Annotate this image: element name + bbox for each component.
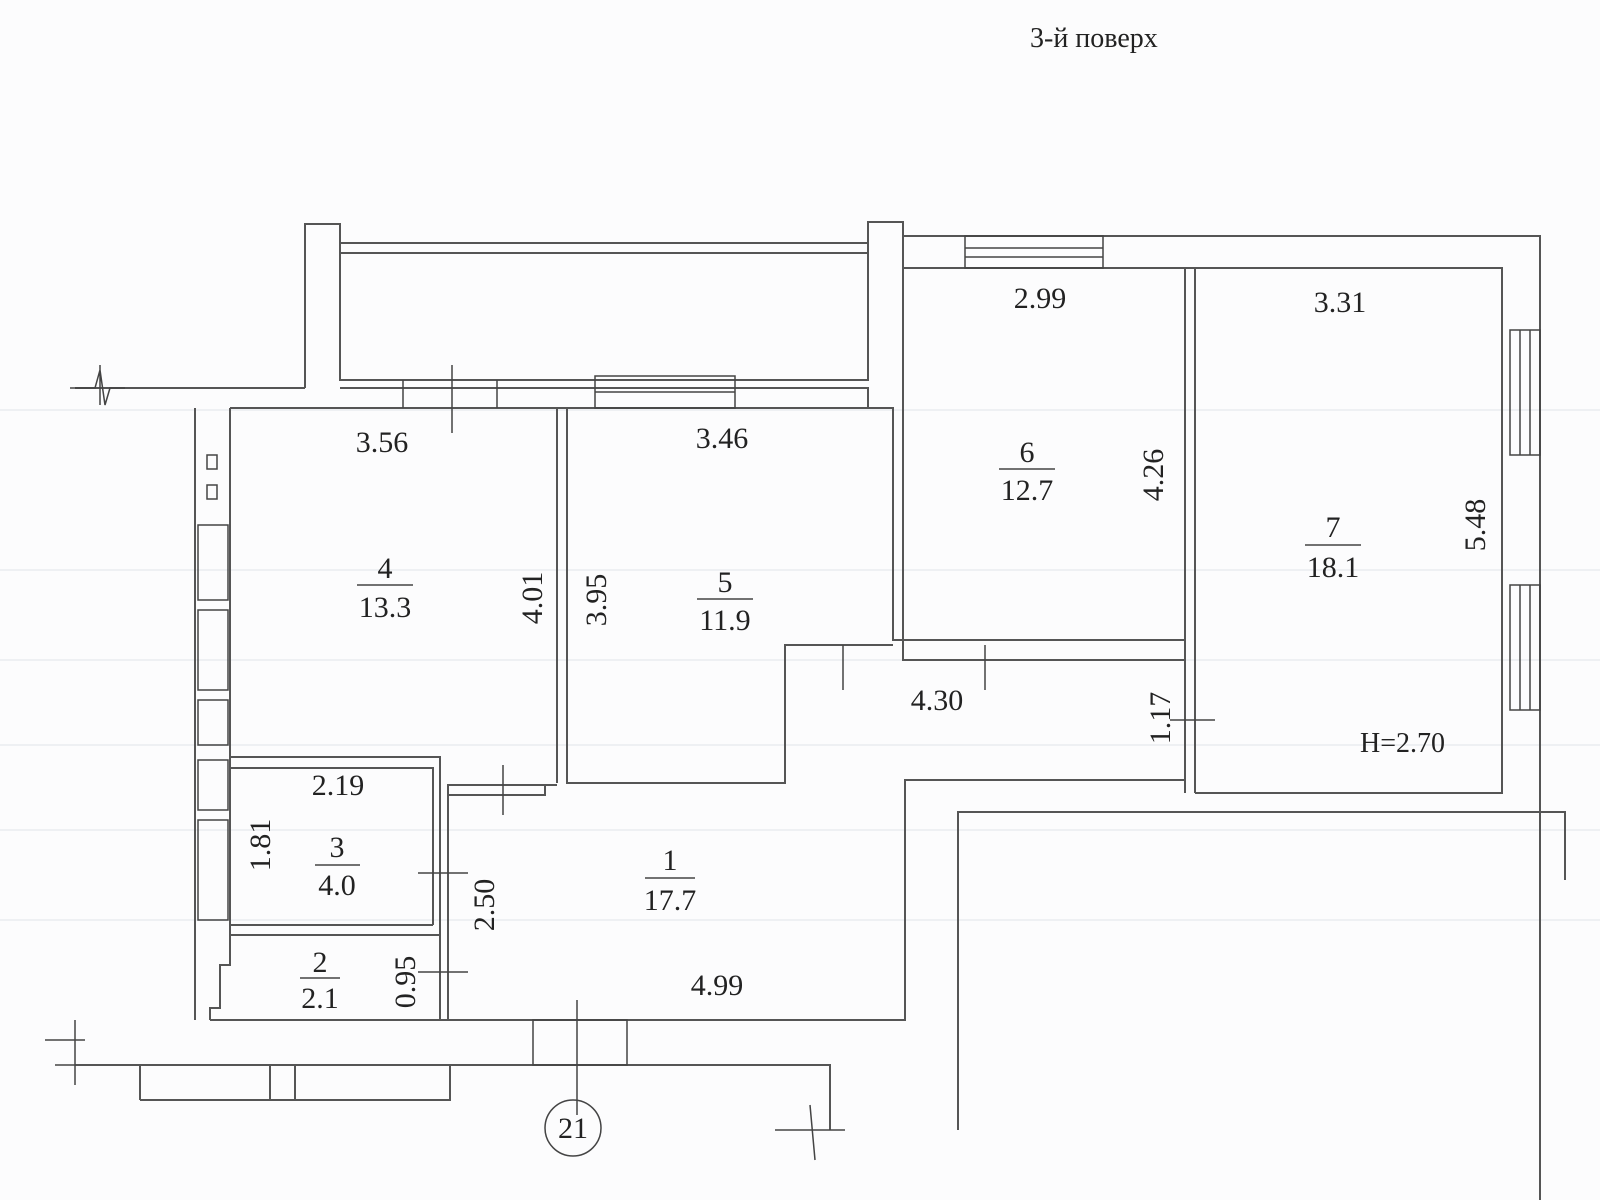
walls bbox=[45, 221, 1566, 1200]
svg-text:1: 1 bbox=[663, 844, 678, 877]
dimension-ticks bbox=[418, 365, 1215, 1115]
dim-r5-depth: 3.95 bbox=[580, 574, 613, 627]
dim-corridor-width: 4.30 bbox=[911, 684, 964, 717]
svg-text:2: 2 bbox=[313, 946, 328, 979]
svg-text:18.1: 18.1 bbox=[1307, 551, 1360, 584]
window bbox=[1509, 584, 1541, 711]
dim-r6-depth: 4.26 bbox=[1137, 449, 1170, 502]
floor-title: 3-й поверх bbox=[1030, 23, 1158, 54]
svg-text:4.0: 4.0 bbox=[318, 869, 356, 902]
ceiling-height: H=2.70 bbox=[1360, 728, 1445, 759]
dimension-labels: 2.99 3.31 3.56 3.46 4.26 5.48 4.01 3.95 … bbox=[244, 282, 1492, 1008]
background-bleed bbox=[0, 409, 1600, 921]
room-7-label: 718.1 bbox=[1305, 511, 1361, 584]
room-5-label: 511.9 bbox=[697, 566, 753, 637]
svg-text:3: 3 bbox=[330, 831, 345, 864]
window bbox=[964, 235, 1104, 269]
door bbox=[532, 1019, 628, 1066]
dim-r3-depth: 1.81 bbox=[244, 819, 277, 872]
room-3-label: 34.0 bbox=[315, 831, 360, 902]
dim-r4-depth: 4.01 bbox=[516, 572, 549, 625]
dim-r7-depth: 5.48 bbox=[1459, 499, 1492, 552]
room-1-label: 117.7 bbox=[644, 844, 697, 917]
svg-text:6: 6 bbox=[1020, 436, 1035, 469]
svg-text:17.7: 17.7 bbox=[644, 884, 697, 917]
dim-r6-width: 2.99 bbox=[1014, 282, 1067, 315]
dim-r3-width: 2.19 bbox=[312, 769, 365, 802]
axis-marker-circle bbox=[544, 1099, 602, 1157]
svg-text:2.1: 2.1 bbox=[301, 982, 339, 1015]
room-6-label: 612.7 bbox=[999, 436, 1055, 507]
dim-r7-width: 3.31 bbox=[1314, 286, 1367, 319]
window bbox=[1509, 329, 1541, 456]
axis-marker: 21 bbox=[558, 1112, 588, 1145]
dim-hall-width: 4.99 bbox=[691, 969, 744, 1002]
dim-corridor-depth: 1.17 bbox=[1144, 692, 1177, 745]
svg-text:5: 5 bbox=[718, 566, 733, 599]
room-4-label: 413.3 bbox=[357, 552, 413, 624]
svg-text:4: 4 bbox=[378, 552, 393, 585]
svg-text:13.3: 13.3 bbox=[359, 591, 412, 624]
dim-r4-width: 3.56 bbox=[356, 426, 409, 459]
room-labels: 117.7 22.1 34.0 413.3 511.9 612.7 718.1 bbox=[300, 436, 1361, 1015]
svg-text:7: 7 bbox=[1326, 511, 1341, 544]
svg-text:12.7: 12.7 bbox=[1001, 474, 1054, 507]
dim-r2-depth: 0.95 bbox=[389, 956, 422, 1009]
dim-r5-width: 3.46 bbox=[696, 422, 749, 455]
room-2-label: 22.1 bbox=[300, 946, 340, 1015]
svg-text:11.9: 11.9 bbox=[699, 604, 750, 637]
dim-hall-depth: 2.50 bbox=[468, 879, 501, 932]
